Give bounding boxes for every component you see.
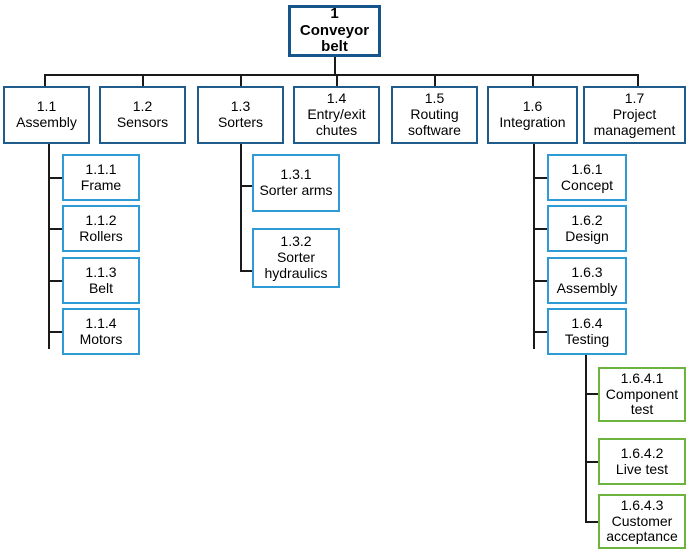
connector-stub-1-1-4 — [48, 331, 63, 333]
connector-drop-1-4 — [336, 74, 338, 86]
connector-stub-1-3-2 — [240, 270, 253, 272]
connector-stub-1-6-4 — [533, 331, 548, 333]
wbs-node-1-6-3[interactable]: 1.6.3 Assembly — [547, 257, 627, 304]
wbs-node-code: 1.1.3 — [85, 263, 117, 280]
wbs-node-1-6-2[interactable]: 1.6.2 Design — [547, 205, 627, 252]
connector-stub-1-1-1 — [48, 177, 63, 179]
connector-stub-1-3-1 — [240, 185, 253, 187]
wbs-node-label: Sorter arms — [259, 182, 333, 198]
wbs-node-code: 1.3.1 — [280, 166, 312, 183]
connector-stub-1-6-4-2 — [585, 461, 599, 463]
wbs-node-label: Component — [605, 385, 679, 402]
wbs-node-1-1-1[interactable]: 1.1.1 Frame — [62, 154, 140, 201]
wbs-node-label: Assembly — [556, 279, 618, 296]
wbs-node-code: 1.6.4.2 — [620, 444, 664, 461]
wbs-node-1-4[interactable]: 1.4 Entry/exit chutes — [293, 86, 380, 144]
wbs-node-code: 1.6.4.3 — [620, 496, 664, 513]
wbs-node-1-5[interactable]: 1.5 Routing software — [391, 86, 478, 144]
wbs-node-label: Concept — [560, 176, 614, 193]
connector-drop-1-7 — [637, 74, 639, 86]
wbs-node-label: Integration — [499, 114, 566, 130]
wbs-node-1-6-4-2[interactable]: 1.6.4.2 Live test — [598, 438, 686, 485]
wbs-node-1-6-1[interactable]: 1.6.1 Concept — [547, 154, 627, 201]
wbs-node-label: Rollers — [79, 227, 123, 244]
connector-spine-sorters — [240, 144, 242, 272]
wbs-node-label-2: chutes — [315, 121, 358, 138]
wbs-node-label: Routing — [410, 106, 459, 123]
wbs-node-code: 1.1.4 — [85, 314, 117, 331]
wbs-node-label: Assembly — [16, 114, 77, 130]
connector-stub-1-1-2 — [48, 228, 63, 230]
wbs-node-code: 1.6 — [522, 98, 543, 115]
wbs-node-code: 1.1.2 — [85, 211, 117, 228]
wbs-node-1-3-2[interactable]: 1.3.2 Sorter hydraulics — [252, 228, 340, 288]
wbs-node-code: 1.5 — [424, 90, 445, 107]
wbs-node-label: Sensors — [116, 114, 169, 130]
wbs-node-code: 1.2 — [132, 98, 153, 115]
connector-drop-1-5 — [434, 74, 436, 86]
wbs-node-code: 1.1.1 — [85, 160, 117, 177]
wbs-node-label: Design — [565, 227, 609, 244]
wbs-node-code: 1.6.2 — [571, 211, 603, 228]
connector-stub-1-6-4-1 — [585, 393, 599, 395]
wbs-node-root[interactable]: 1 Conveyor belt — [288, 5, 381, 57]
wbs-node-code: 1.3.2 — [280, 233, 312, 250]
connector-drop-1-6 — [532, 74, 534, 86]
wbs-node-1-3[interactable]: 1.3 Sorters — [197, 86, 284, 144]
connector-level1-bus — [44, 74, 638, 76]
connector-stub-1-6-4-3 — [585, 521, 599, 523]
connector-spine-assembly — [48, 144, 50, 349]
wbs-node-label-2: software — [408, 121, 461, 138]
connector-spine-testing — [585, 355, 587, 522]
connector-stub-1-6-1 — [533, 177, 548, 179]
wbs-node-1-6-4-3[interactable]: 1.6.4.3 Customer acceptance — [598, 494, 686, 549]
wbs-node-code: 1.6.3 — [571, 263, 603, 280]
wbs-node-code: 1.6.1 — [571, 160, 603, 177]
wbs-node-label: Conveyor — [299, 21, 370, 39]
wbs-node-code: 1.6.4.1 — [620, 369, 664, 386]
wbs-node-code: 1.6.4 — [571, 314, 603, 331]
wbs-node-label: Belt — [88, 279, 114, 296]
wbs-node-1-2[interactable]: 1.2 Sensors — [99, 86, 186, 144]
wbs-node-label-2: management — [593, 121, 676, 138]
wbs-node-label: Sorters — [217, 114, 264, 130]
wbs-node-code: 1.3 — [230, 98, 251, 115]
connector-stub-1-6-3 — [533, 280, 548, 282]
connector-spine-integration — [533, 144, 535, 349]
wbs-node-label: Sorter — [276, 249, 316, 266]
wbs-node-1-6-4-1[interactable]: 1.6.4.1 Component test — [598, 367, 686, 422]
connector-drop-1-3 — [240, 74, 242, 86]
wbs-node-label-2: test — [630, 401, 654, 418]
connector-drop-1-2 — [142, 74, 144, 86]
wbs-node-label: Live test — [615, 460, 669, 477]
wbs-node-code: 1.4 — [326, 90, 347, 107]
wbs-node-1-6[interactable]: 1.6 Integration — [487, 86, 578, 144]
wbs-node-1-1-3[interactable]: 1.1.3 Belt — [62, 257, 140, 304]
wbs-node-1-1-4[interactable]: 1.1.4 Motors — [62, 308, 140, 355]
wbs-node-1-1-2[interactable]: 1.1.2 Rollers — [62, 205, 140, 252]
wbs-node-code: 1.7 — [624, 90, 645, 107]
wbs-node-label-2: acceptance — [606, 528, 678, 545]
connector-stub-1-1-3 — [48, 280, 63, 282]
wbs-node-label: Entry/exit — [307, 106, 366, 123]
connector-root-drop — [334, 57, 336, 75]
connector-drop-1-1 — [44, 74, 46, 86]
wbs-node-1-7[interactable]: 1.7 Project management — [583, 86, 686, 144]
wbs-node-label: Project — [612, 106, 657, 123]
wbs-node-1-1[interactable]: 1.1 Assembly — [3, 86, 90, 144]
wbs-node-code: 1.1 — [36, 98, 57, 115]
wbs-node-label: Customer — [611, 512, 673, 529]
wbs-node-label: Testing — [564, 330, 610, 347]
wbs-node-label: Motors — [79, 330, 123, 347]
wbs-node-code: 1 — [330, 4, 339, 22]
wbs-node-1-6-4[interactable]: 1.6.4 Testing — [547, 308, 627, 355]
connector-stub-1-6-2 — [533, 228, 548, 230]
wbs-node-label-2: hydraulics — [264, 264, 328, 281]
wbs-node-1-3-1[interactable]: 1.3.1 Sorter arms — [252, 154, 340, 212]
wbs-node-label: Frame — [80, 176, 122, 193]
wbs-node-label-2: belt — [321, 38, 348, 56]
